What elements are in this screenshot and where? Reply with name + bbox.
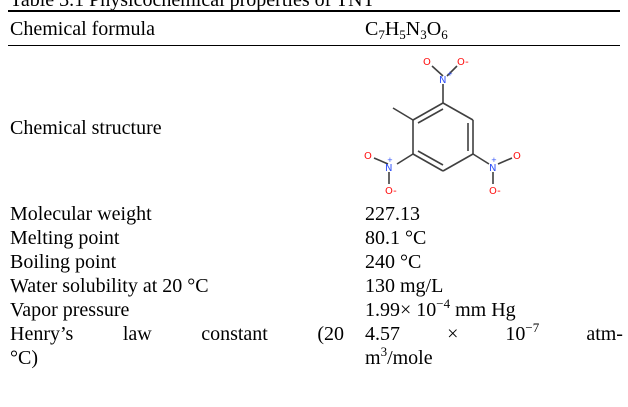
ws-label: Water solubility at 20 °C [10, 275, 209, 297]
atom-o-left: O [364, 151, 372, 162]
atom-o-left-bottom: O- [385, 186, 397, 197]
formula-value: C7H5N3O6 [365, 18, 448, 42]
tnt-structure-diagram: N + O O- N + O O- N + O O- [364, 57, 521, 197]
atom-n-top: N [439, 75, 446, 86]
ring-bond [412, 153, 444, 172]
ring-bond [412, 102, 444, 121]
nitro-bond-left [396, 153, 414, 165]
bp-value: 240 °C [365, 251, 422, 273]
atom-o-right: O [513, 151, 521, 162]
mp-value: 80.1 °C [365, 227, 427, 249]
table-top-rule [8, 10, 620, 12]
charge-plus-left: + [387, 156, 393, 164]
atom-o-right-bottom: O- [489, 186, 501, 197]
no-bond [373, 157, 389, 165]
atom-n-right: N [489, 163, 496, 174]
bp-label: Boiling point [10, 251, 117, 273]
mw-label: Molecular weight [10, 203, 152, 225]
table-caption: Table 3.1 Physicochemical properties of … [10, 0, 375, 11]
atom-n-left: N [385, 163, 392, 174]
structure-label: Chemical structure [10, 117, 162, 139]
ring-bond [442, 102, 474, 121]
atom-o-top-right: O- [457, 57, 469, 68]
ws-value: 130 mg/L [365, 275, 444, 297]
hl-label-line2: °C) [10, 347, 38, 369]
atom-o-top-left: O [423, 57, 431, 68]
no-bond [497, 157, 513, 165]
vp-value: 1.99× 10−4 mm Hg [365, 296, 516, 321]
formula-label: Chemical formula [10, 18, 155, 40]
hl-value-line2: m3/mole [365, 344, 433, 369]
charge-plus-right: + [491, 156, 497, 164]
ring-bond [417, 108, 444, 124]
table-header-rule [8, 45, 620, 46]
methyl-bond [392, 107, 414, 121]
no-bond [446, 65, 458, 77]
ring-bond [442, 153, 474, 172]
nitro-bond-right [472, 153, 490, 165]
no-bond [431, 65, 444, 77]
mw-value: 227.13 [365, 203, 420, 225]
vp-label: Vapor pressure [10, 299, 130, 321]
ring-bond [417, 150, 444, 166]
charge-plus-top: + [447, 70, 453, 78]
mp-label: Melting point [10, 227, 120, 249]
